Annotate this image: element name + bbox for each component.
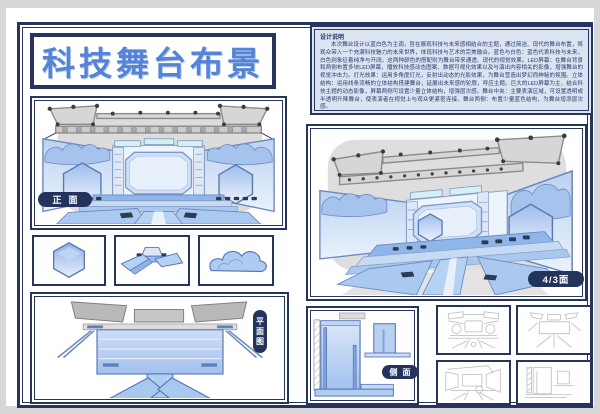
- sketch-thumbnail-three-quarter: [436, 360, 511, 405]
- three-quarter-view-illustration: [319, 133, 573, 295]
- side-view-label-pill: 侧面: [382, 365, 417, 379]
- front-view-label: 正面: [52, 195, 85, 205]
- title-box: 科技舞台布景: [30, 33, 276, 89]
- front-view-illustration: [42, 103, 275, 224]
- plan-view-panel: 平面图: [30, 292, 289, 404]
- page-title: 科技舞台布景: [42, 45, 264, 82]
- component-box-cloud: [198, 235, 274, 286]
- plan-view-illustration: [57, 301, 263, 398]
- side-sketch-illustration: [525, 366, 574, 398]
- front-view-label-pill: 正面: [38, 192, 92, 207]
- poster-page: 科技舞台布景 设计说明 本次舞台设计以蓝白色为主调，旨在展现科技与未来感相结合的…: [6, 8, 594, 408]
- design-notes-heading: 设计说明: [320, 35, 345, 41]
- design-notes-box: 设计说明 本次舞台设计以蓝白色为主调，旨在展现科技与未来感相结合的主题，通过简洁…: [310, 25, 593, 115]
- design-notes: 设计说明 本次舞台设计以蓝白色为主调，旨在展现科技与未来感相结合的主题，通过简洁…: [320, 31, 583, 111]
- three-quarter-view-panel: 4/3面: [306, 124, 587, 301]
- component-box-hexagon: [32, 235, 106, 286]
- plan-view-label-pill: 平面图: [253, 310, 267, 353]
- design-notes-body: 本次舞台设计以蓝白色为主调，旨在展现科技与未来感相结合的主题，通过简洁、现代的舞…: [320, 42, 583, 111]
- page-frame: [17, 22, 593, 408]
- sketch-thumbnail-side: [516, 360, 592, 405]
- three-quarter-sketch-illustration: [445, 365, 501, 401]
- side-view-label: 侧面: [389, 367, 416, 377]
- cloud-illustration: [209, 250, 267, 273]
- component-box-runway-piece: [114, 235, 190, 286]
- three-quarter-view-label: 4/3面: [542, 275, 570, 286]
- front-sketch-illustration: [447, 311, 500, 349]
- plan-sketch-illustration: [528, 312, 581, 348]
- hexagon-podium-illustration: [53, 242, 85, 279]
- sketch-thumbnail-front: [436, 305, 511, 355]
- sketch-thumbnail-plan: [516, 305, 592, 355]
- plan-view-label: 平面图: [255, 316, 265, 347]
- front-view-panel: 正面: [30, 96, 287, 230]
- side-view-panel: 侧面: [306, 306, 419, 405]
- three-quarter-view-label-pill: 4/3面: [528, 271, 584, 287]
- runway-piece-illustration: [120, 247, 184, 275]
- side-view-illustration: [313, 312, 411, 397]
